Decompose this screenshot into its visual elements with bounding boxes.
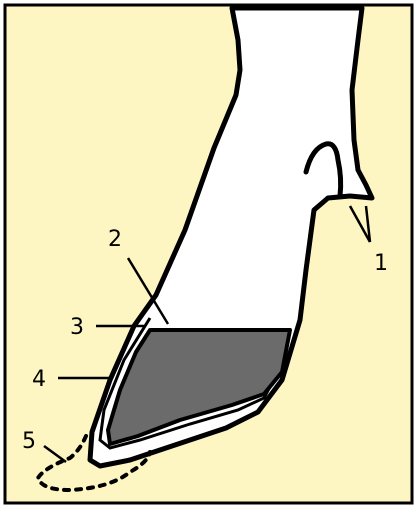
label-hoof-wall-outer-layer: 4: [32, 367, 46, 392]
label-dewclaws: 1: [374, 251, 388, 276]
label-ground-contact: 5: [22, 429, 36, 454]
label-hoof-wall-inner-layer: 3: [70, 315, 84, 340]
label-pedal-bone: 2: [108, 227, 122, 252]
